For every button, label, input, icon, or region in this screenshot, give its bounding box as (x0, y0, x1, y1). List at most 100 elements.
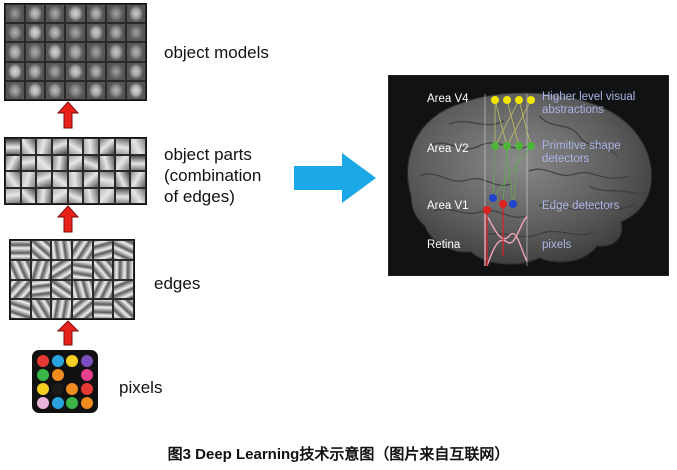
object-part-tile (20, 154, 37, 171)
brain-area-v1-label: Area V1 (427, 200, 469, 212)
object-part-tile (36, 138, 52, 155)
pixel-dot (66, 396, 79, 409)
object-part-tile (52, 154, 68, 171)
object-part-tile (67, 187, 84, 204)
edge-filter-tile (113, 240, 134, 260)
face-feature-tile (85, 61, 106, 81)
edge-filter-tile (92, 259, 114, 280)
face-feature-tile (25, 61, 46, 81)
object-part-tile (83, 154, 99, 171)
pixel-dot (36, 354, 49, 367)
object-parts-image (4, 137, 147, 205)
pixel-dot (36, 382, 49, 395)
pixel-dot (81, 396, 94, 409)
face-feature-tile (5, 4, 26, 24)
pixel-dot (66, 382, 79, 395)
face-feature-tile (5, 42, 26, 62)
pixel-dot (81, 382, 94, 395)
edge-filter-tile (51, 279, 72, 300)
edge-filter-tile (10, 279, 31, 300)
v2-node (527, 142, 535, 150)
object-part-tile (5, 187, 21, 204)
face-feature-tile (85, 80, 106, 100)
edge-filter-tile (30, 279, 52, 300)
edge-filter-tile (92, 299, 114, 319)
face-feature-tile (5, 23, 26, 43)
up-arrow-1 (57, 101, 79, 129)
pixel-dot (36, 368, 49, 381)
object-part-tile (36, 187, 52, 204)
v4-node (527, 96, 535, 104)
edge-filter-tile (30, 259, 52, 280)
edge-filter-tile (10, 259, 31, 280)
brain-retina-description: pixels (542, 239, 572, 251)
face-feature-tile (25, 23, 46, 43)
face-feature-tile (85, 23, 106, 43)
face-feature-tile (45, 42, 66, 62)
object-part-tile (67, 138, 84, 155)
object-part-tile (5, 154, 21, 171)
object-part-tile (130, 187, 146, 204)
pixel-dot (51, 368, 64, 381)
v4-node (503, 96, 511, 104)
edge-filter-tile (71, 299, 93, 319)
object-part-tile (67, 171, 84, 188)
object-part-tile (130, 154, 146, 171)
pixel-dot (81, 354, 94, 367)
edge-filter-tile (71, 279, 93, 300)
edge-filter-tile (113, 299, 134, 319)
v2-node (503, 142, 511, 150)
brain-figure: Area V4 Higher level visual abstractions… (388, 75, 669, 276)
face-feature-tile (5, 61, 26, 81)
face-feature-tile (25, 4, 46, 24)
object-part-tile (5, 138, 21, 155)
face-feature-tile (65, 80, 86, 100)
face-feature-tile (5, 80, 26, 100)
brain-area-v4-description: Higher level visual abstractions (542, 91, 636, 116)
object-part-tile (52, 138, 68, 155)
object-part-tile (52, 171, 68, 188)
face-feature-tile (105, 61, 126, 81)
brain-area-v2-description: Primitive shape detectors (542, 140, 621, 165)
brain-area-v4-label: Area V4 (427, 93, 469, 105)
v1-node (499, 200, 507, 208)
v1-node (489, 194, 497, 202)
face-feature-tile (65, 23, 86, 43)
face-feature-tile (45, 80, 66, 100)
edge-filter-tile (92, 279, 114, 300)
edge-filter-tile (113, 259, 134, 280)
face-feature-tile (125, 23, 146, 43)
edge-filter-tile (51, 240, 72, 260)
edges-image (9, 239, 135, 320)
pixel-dot (36, 396, 49, 409)
object-part-tile (99, 138, 115, 155)
object-models-image (4, 3, 147, 101)
pixel-dot (81, 368, 94, 381)
v1-node (483, 206, 491, 214)
pixel-dot (51, 354, 64, 367)
face-feature-tile (45, 4, 66, 24)
face-feature-tile (85, 4, 106, 24)
edge-filter-tile (10, 299, 31, 319)
face-feature-tile (105, 42, 126, 62)
up-arrow-2 (57, 205, 79, 233)
object-part-tile (99, 187, 115, 204)
pixels-image (32, 350, 98, 413)
edge-filter-tile (92, 240, 114, 260)
object-part-tile (20, 138, 37, 155)
object-part-tile (99, 171, 115, 188)
v2-node (491, 142, 499, 150)
face-feature-tile (65, 4, 86, 24)
v4-node (491, 96, 499, 104)
edge-filter-tile (10, 240, 31, 260)
edge-filter-tile (113, 279, 134, 300)
brain-illustration (407, 92, 652, 267)
face-feature-tile (125, 42, 146, 62)
pixels-label: pixels (119, 378, 163, 397)
object-models-label: object models (164, 43, 269, 62)
object-part-tile (36, 171, 52, 188)
object-part-tile (114, 138, 131, 155)
face-feature-tile (125, 61, 146, 81)
face-feature-tile (125, 4, 146, 24)
object-part-tile (114, 171, 131, 188)
